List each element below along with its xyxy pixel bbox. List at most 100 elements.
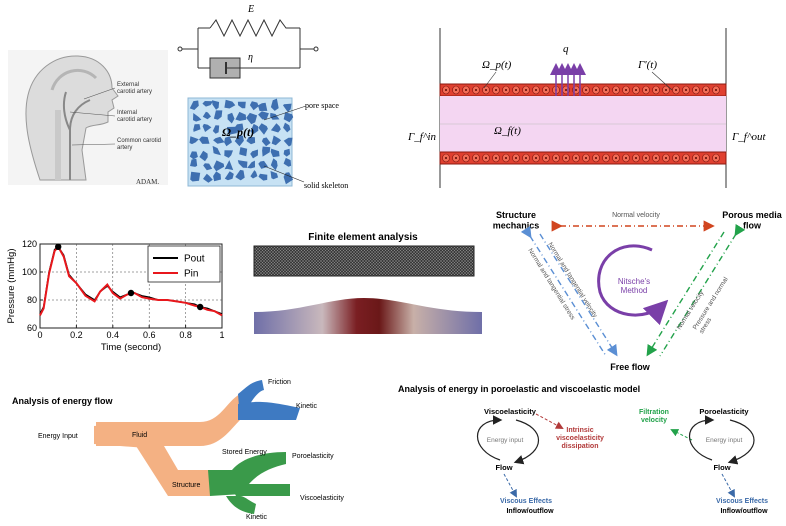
wall-cell-nucleus — [555, 157, 557, 159]
pore-particle — [212, 145, 221, 156]
wall-cell-nucleus — [575, 157, 577, 159]
pore-particle — [213, 136, 225, 144]
pore-particle — [190, 158, 198, 167]
viscoelasticity-node: Viscoelasticity — [484, 407, 537, 416]
fea-title: Finite element analysis — [308, 232, 418, 243]
wall-cell-nucleus — [455, 157, 457, 159]
y-tick-label: 80 — [27, 295, 37, 305]
wall-cell-nucleus — [665, 89, 667, 91]
energy-model-panel: Analysis of energy in poroelastic and vi… — [398, 384, 768, 515]
wall-cell-nucleus — [595, 89, 597, 91]
pore-space-label: pore space — [305, 101, 339, 110]
dashpot-label-eta: η — [248, 52, 253, 63]
structure-band — [136, 446, 210, 496]
flux-arrows-q — [550, 63, 586, 96]
kinetic-top-band — [238, 401, 300, 420]
wall-cell-nucleus — [695, 157, 697, 159]
pore-particle — [250, 123, 259, 135]
wall-cell-nucleus — [535, 89, 537, 91]
nitsche-cycle-arrow — [597, 244, 669, 326]
structure-green-band — [208, 452, 286, 496]
pore-particle — [270, 123, 281, 133]
pore-particle — [212, 100, 220, 110]
wall-cell-nucleus — [715, 89, 717, 91]
pore-particle — [189, 151, 198, 160]
wall-cell-nucleus — [545, 89, 547, 91]
vessel-q-label: q — [563, 43, 569, 55]
pore-particle — [239, 147, 248, 157]
pore-particle — [257, 102, 268, 111]
energy-model-title: Analysis of energy in poroelastic and vi… — [398, 384, 640, 394]
wall-cell-nucleus — [655, 89, 657, 91]
pore-particle — [193, 113, 202, 122]
pore-particle — [283, 172, 294, 185]
wall-cell-nucleus — [705, 157, 707, 159]
pore-particle — [193, 124, 201, 132]
wall-cell-nucleus — [505, 157, 507, 159]
pore-particle — [237, 101, 246, 109]
normal-tangential-stress-label: Normal and tangential stress — [526, 247, 576, 322]
fea-mesh — [253, 245, 475, 277]
inflow-outflow-left-label: Inflow/outflow — [506, 508, 554, 515]
pore-particle — [249, 101, 259, 111]
x-tick-label: 0.8 — [179, 330, 192, 340]
pore-particle — [202, 111, 211, 120]
energy-flow-panel: Analysis of energy flow Energy Input Flu… — [12, 379, 344, 521]
wall-cell-nucleus — [685, 89, 687, 91]
x-tick-label: 0.4 — [107, 330, 120, 340]
pore-particle — [258, 111, 269, 120]
pore-particle — [283, 103, 292, 113]
legend-label: Pin — [184, 269, 198, 280]
pressure-marker — [55, 243, 62, 250]
gamma-out-label: Γ_f^out — [731, 131, 766, 143]
wall-cell-nucleus — [615, 89, 617, 91]
poroelasticity-node: Poroelasticity — [699, 407, 749, 416]
pore-particle — [203, 163, 213, 171]
vessel-gamma-label: Γ'(t) — [637, 59, 657, 71]
wall-cell-nucleus — [675, 89, 677, 91]
wall-cell-nucleus — [515, 157, 517, 159]
wall-cell-nucleus — [525, 157, 527, 159]
pore-particle — [270, 171, 279, 180]
x-tick-label: 0.2 — [70, 330, 83, 340]
pore-particle — [235, 169, 245, 181]
pore-particle — [270, 148, 280, 158]
wall-cell-nucleus — [605, 89, 607, 91]
pore-particle — [258, 123, 268, 135]
kinetic-bottom-band — [226, 496, 256, 514]
gamma-in-label: Γ_f^in — [407, 131, 437, 143]
wall-cell-nucleus — [505, 89, 507, 91]
spring-dashpot-model: E η — [177, 4, 319, 79]
y-axis-label: Pressure (mmHg) — [6, 249, 17, 324]
x-tick-label: 1 — [219, 330, 224, 340]
pore-particle — [203, 173, 213, 183]
normal-velocity-top-label: Normal velocity — [612, 212, 660, 219]
flow-right-node: Flow — [713, 463, 730, 472]
y-tick-label: 120 — [22, 239, 37, 249]
pressure-normal-stress-label: Pressure and normalstress — [692, 276, 737, 335]
wall-cells — [442, 85, 720, 163]
wall-cell-nucleus — [615, 157, 617, 159]
pore-particle — [235, 111, 247, 121]
pore-particle — [199, 150, 208, 162]
pore-particle — [262, 146, 271, 157]
spring — [209, 18, 300, 38]
wall-cell-nucleus — [545, 157, 547, 159]
adam-credit: ADAM. — [136, 178, 159, 186]
wall-cell-nucleus — [445, 89, 447, 91]
left-cycle-arrow-down — [513, 419, 540, 465]
pore-particle — [270, 158, 278, 171]
normal-tangential-velocity-label: Normal and tangential velocity — [546, 241, 598, 319]
fluid-band — [96, 394, 240, 446]
wall-cell-nucleus — [625, 157, 627, 159]
wall-cell-nucleus — [575, 89, 577, 91]
pore-particle — [246, 112, 258, 125]
